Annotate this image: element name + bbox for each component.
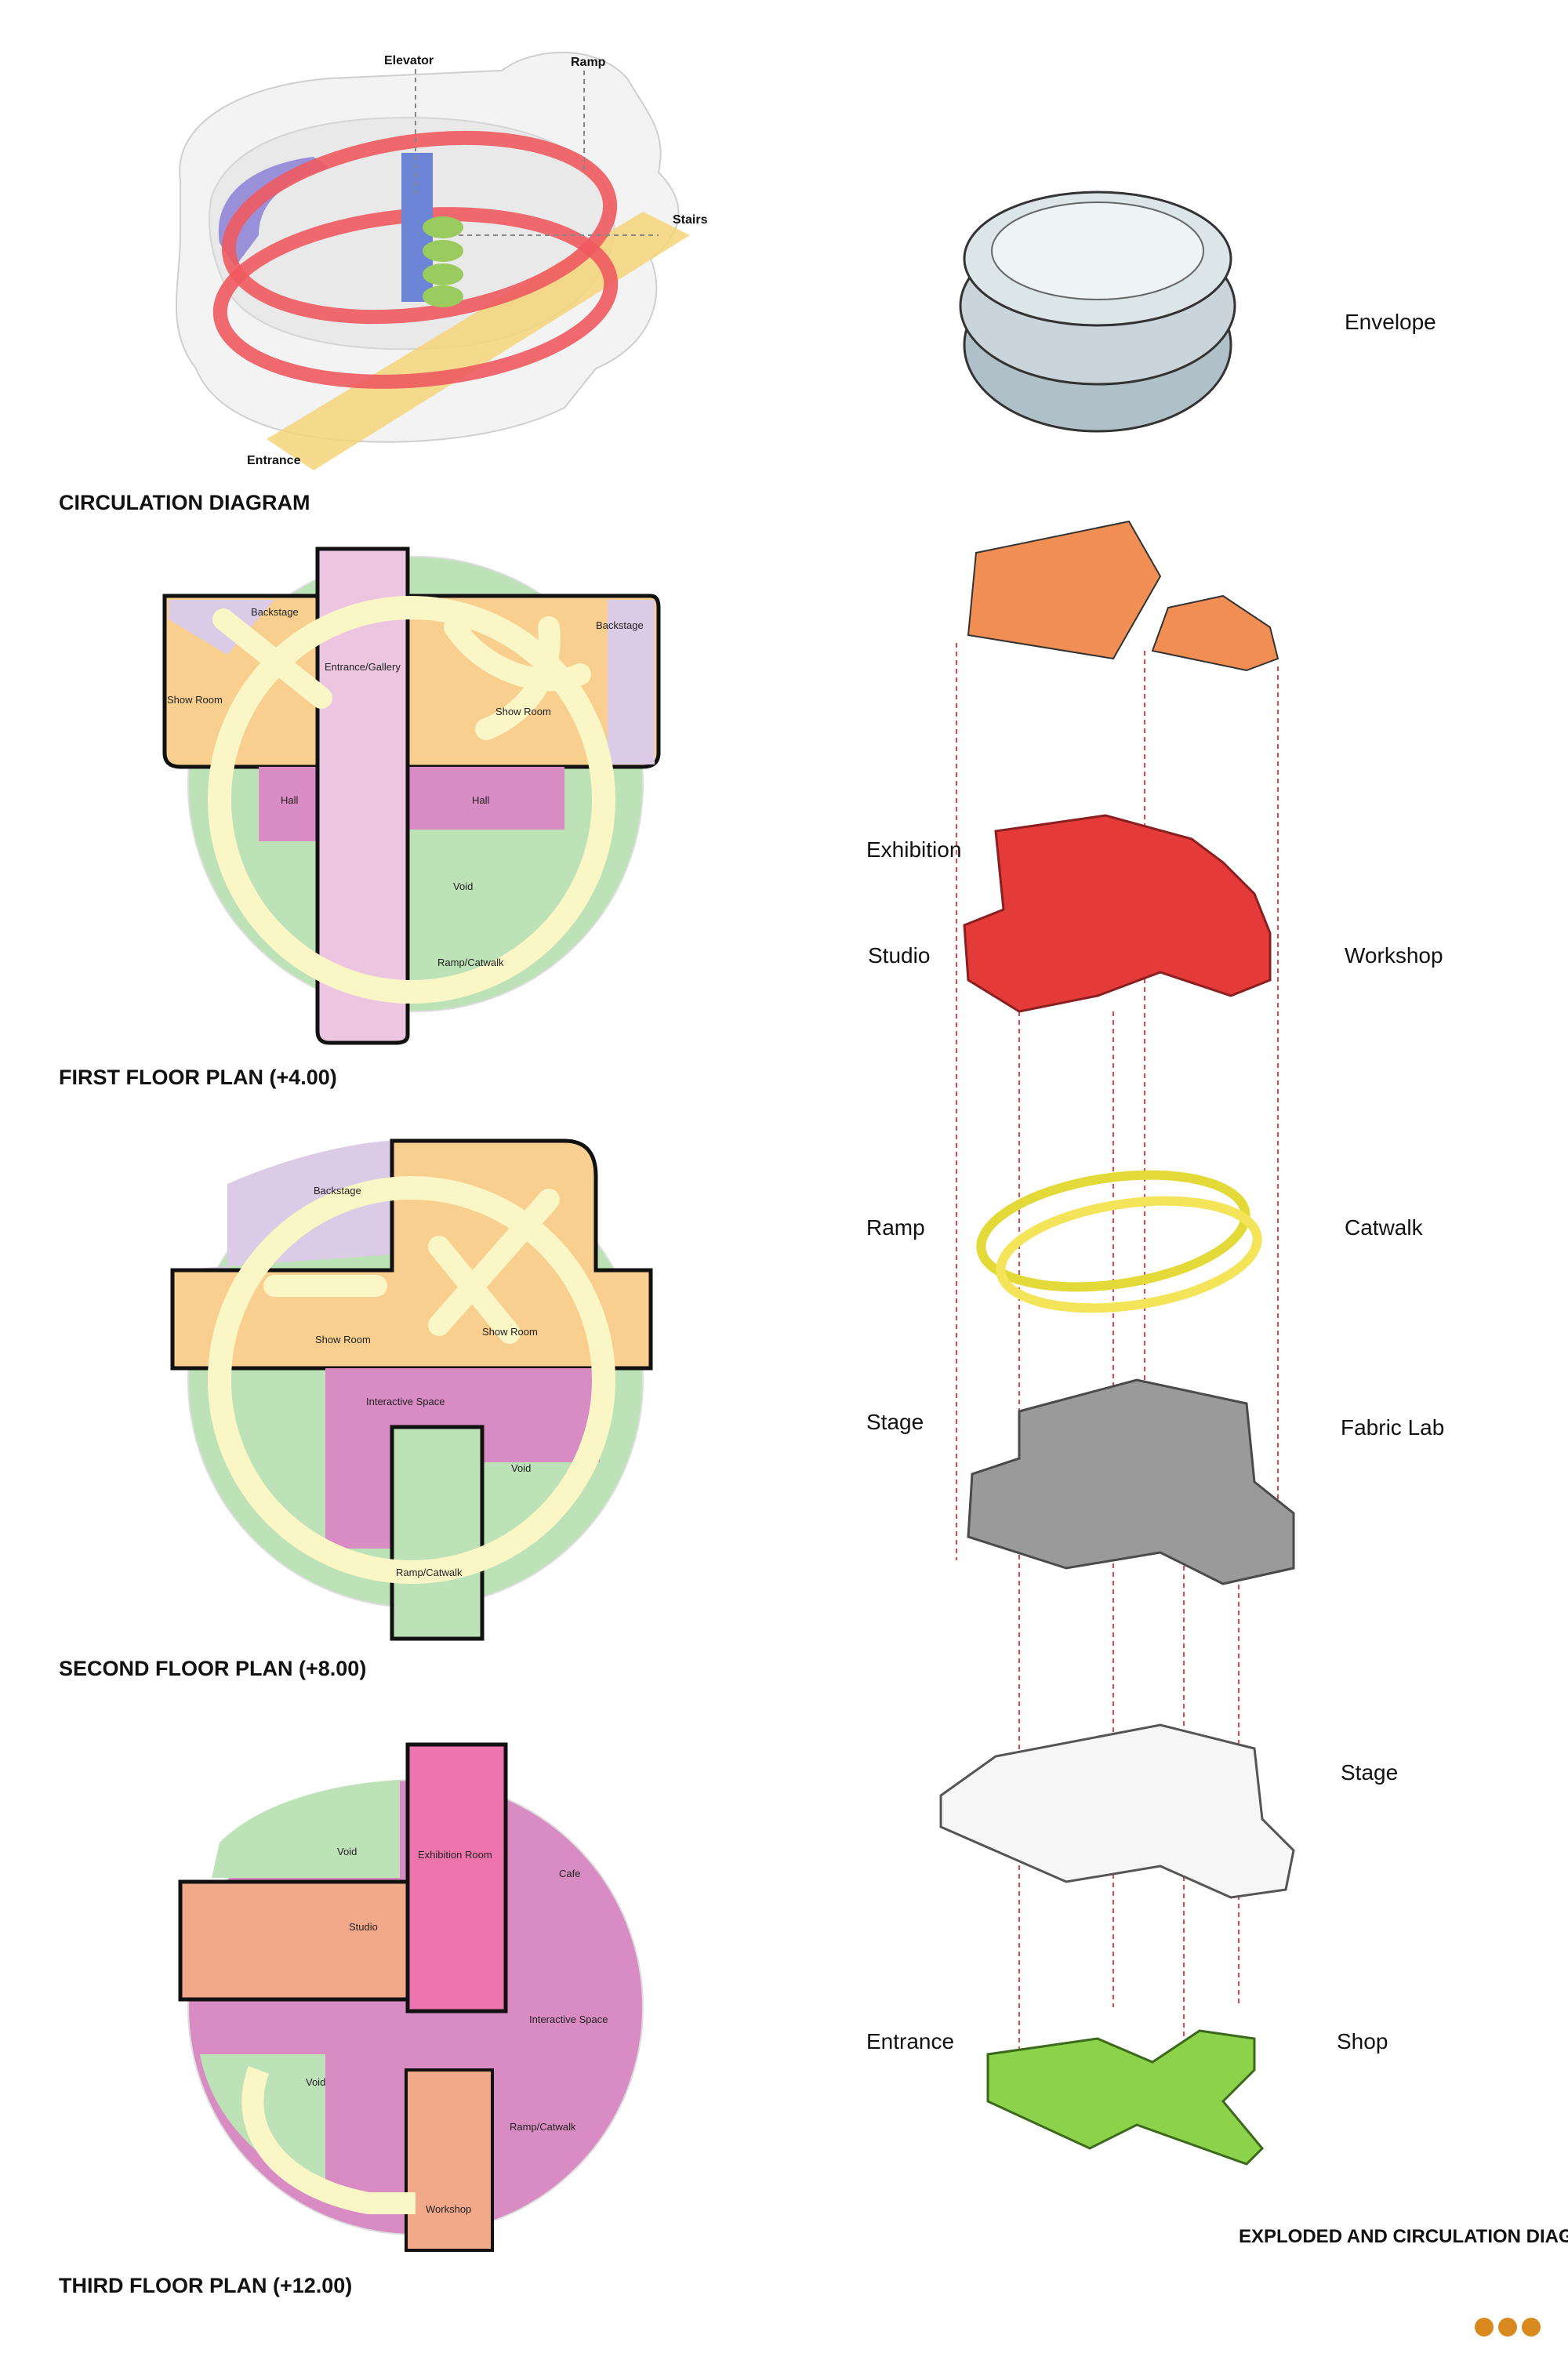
sf-core	[390, 1425, 485, 1641]
first-floor-plan: Backstage Backstage Entrance/Gallery Sho…	[59, 546, 661, 1089]
page-indicator-dots	[1475, 2318, 1541, 2337]
ff-backstage-right	[608, 600, 655, 764]
ff-hall-left	[259, 767, 321, 841]
sf-ramp-branches	[263, 1189, 560, 1344]
sf-room-showroom-left: Show Room	[315, 1334, 371, 1345]
circulation-title: CIRCULATION DIAGRAM	[59, 491, 310, 514]
label-stage-2: Stage	[1341, 1760, 1398, 1785]
ff-hall-right	[408, 767, 564, 830]
ff-room-backstage-right: Backstage	[596, 619, 644, 631]
ff-room-showroom-right: Show Room	[495, 706, 551, 717]
second-floor-plan: Backstage Show Room Show Room Interactiv…	[59, 1138, 653, 1680]
circulation-label-ramp: Ramp	[571, 56, 606, 69]
tf-room-ramp-catwalk: Ramp/Catwalk	[510, 2121, 576, 2133]
circulation-diagram: Elevator Ramp Stairs Entrance CIRCULATIO…	[59, 51, 708, 514]
tf-title: THIRD FLOOR PLAN (+12.00)	[59, 2274, 352, 2297]
yellow-ramp-ring-1	[976, 1170, 1250, 1292]
tf-room-void-south: Void	[306, 2076, 325, 2088]
tf-studio	[178, 1879, 410, 2002]
tf-room-studio: Studio	[349, 1921, 378, 1933]
label-stage-1: Stage	[866, 1410, 924, 1434]
label-exhibition: Exhibition	[866, 837, 961, 862]
ff-room-hall-right: Hall	[472, 794, 490, 806]
tf-room-exhibition: Exhibition Room	[418, 1849, 492, 1861]
envelope-glass-volume	[959, 191, 1236, 433]
ff-room-void: Void	[453, 881, 473, 892]
ff-gallery-spine	[315, 546, 410, 1045]
label-ramp: Ramp	[866, 1215, 925, 1240]
roof-slabs	[967, 520, 1279, 672]
sf-showroom-block	[170, 1138, 653, 1371]
page-dot-2	[1498, 2318, 1517, 2337]
label-fabric-lab: Fabric Lab	[1341, 1415, 1444, 1440]
tf-void-north	[212, 1780, 400, 1878]
tf-workshop	[405, 2068, 494, 2252]
ff-room-ramp-catwalk: Ramp/Catwalk	[437, 957, 504, 968]
ff-room-entrance-gallery: Entrance/Gallery	[325, 661, 401, 673]
ff-room-showroom-left: Show Room	[167, 694, 223, 706]
sf-room-void: Void	[511, 1462, 531, 1474]
circulation-label-stairs: Stairs	[673, 213, 708, 227]
sf-room-backstage: Backstage	[314, 1185, 361, 1196]
white-level-stage	[939, 1723, 1295, 1899]
tf-room-void-north: Void	[337, 1846, 357, 1857]
label-studio: Studio	[868, 943, 930, 968]
circulation-purple-volume	[218, 157, 329, 267]
grey-level-stage-fabric-lab	[967, 1378, 1295, 1585]
yellow-ramp-ring-2	[996, 1196, 1262, 1313]
label-entrance: Entrance	[866, 2029, 954, 2053]
sf-room-ramp-catwalk: Ramp/Catwalk	[396, 1567, 463, 1578]
ff-ramp-catwalk-ring	[208, 596, 615, 1004]
third-floor-plan: Void Exhibition Room Cafe Studio Interac…	[59, 1742, 644, 2297]
label-workshop: Workshop	[1345, 943, 1443, 968]
tf-exhibition-room	[405, 1742, 508, 2013]
label-catwalk: Catwalk	[1345, 1215, 1424, 1240]
circulation-label-elevator: Elevator	[384, 54, 434, 67]
tf-room-workshop: Workshop	[426, 2203, 471, 2215]
circulation-label-entrance: Entrance	[247, 454, 301, 467]
label-envelope: Envelope	[1345, 310, 1436, 334]
ff-ramp-branches	[212, 608, 591, 740]
red-level-exhibition-studio-workshop	[963, 814, 1272, 1013]
ff-room-hall-left: Hall	[281, 794, 299, 806]
page-dot-3	[1522, 2318, 1541, 2337]
tf-room-interactive: Interactive Space	[529, 2013, 608, 2025]
sf-room-interactive-space: Interactive Space	[366, 1396, 445, 1407]
circulation-spiral-stairs	[423, 216, 463, 307]
sf-title: SECOND FLOOR PLAN (+8.00)	[59, 1657, 366, 1680]
circulation-entrance-path	[267, 212, 690, 470]
page-dot-1	[1475, 2318, 1494, 2337]
ff-room-backstage-left: Backstage	[251, 606, 299, 618]
exploded-title: EXPLODED AND CIRCULATION DIAGRAM	[1239, 2226, 1568, 2247]
tf-room-cafe: Cafe	[559, 1868, 580, 1879]
green-level-entrance-shop	[986, 2029, 1265, 2166]
exploded-diagram: Envelope Exhibition Studio Workshop Ramp…	[866, 191, 1568, 2247]
tf-ramp-catwalk	[241, 2066, 416, 2214]
sf-room-showroom-right: Show Room	[482, 1326, 538, 1338]
sf-ramp-catwalk-ring	[208, 1176, 615, 1584]
ff-title: FIRST FLOOR PLAN (+4.00)	[59, 1066, 337, 1089]
label-shop: Shop	[1337, 2029, 1388, 2053]
circulation-ramp-ring-upper	[221, 130, 618, 325]
